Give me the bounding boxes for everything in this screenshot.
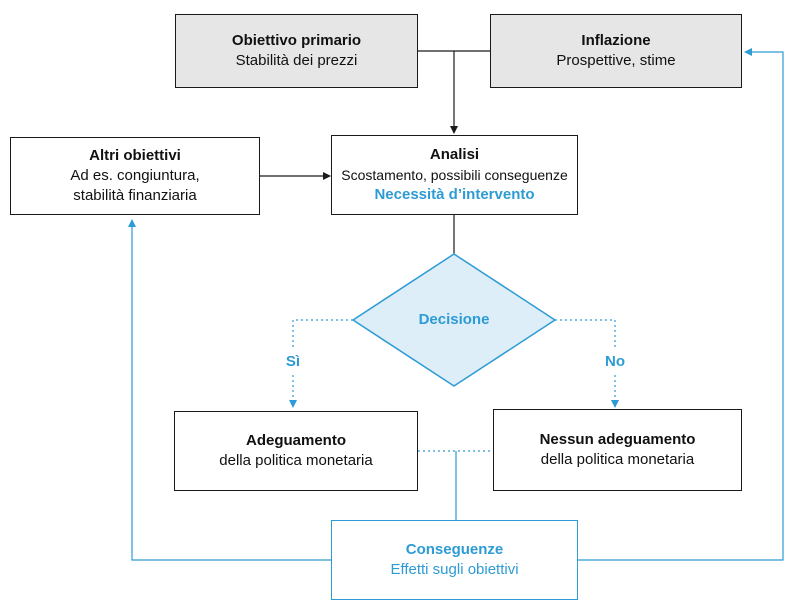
primary-objective-box: Obiettivo primario Stabilità dei prezzi (175, 14, 418, 88)
feedback-to-inflation (578, 48, 784, 561)
decision-label: Decisione (418, 311, 490, 328)
analysis-line1: Scostamento, possibili conseguenze (341, 167, 568, 183)
analysis-line2: Necessità d’intervento (374, 186, 535, 203)
decision-diamond (351, 253, 557, 387)
feedback-to-other-objectives (128, 219, 331, 561)
adjustment-subtitle: della politica monetaria (219, 452, 373, 469)
connector-no (555, 319, 615, 407)
inflation-box: Inflazione Prospettive, stime (490, 14, 742, 88)
adjustment-title: Adeguamento (245, 432, 346, 449)
no-label: No (605, 353, 625, 370)
other-objectives-box: Altri obiettivi Ad es. congiuntura, stab… (10, 137, 260, 215)
no-adjustment-title: Nessun adeguamento (539, 431, 696, 448)
inflation-title: Inflazione (581, 32, 651, 49)
inflation-subtitle: Prospettive, stime (556, 52, 676, 69)
other-objectives-line2: stabilità finanziaria (73, 187, 197, 204)
yes-label: Sì (285, 353, 301, 370)
consequences-title: Conseguenze (405, 541, 504, 558)
connector-yes (293, 319, 353, 407)
other-objectives-line1: Ad es. congiuntura, (70, 167, 200, 184)
primary-objective-subtitle: Stabilità dei prezzi (235, 52, 358, 69)
no-adjustment-subtitle: della politica monetaria (540, 451, 695, 468)
consequences-subtitle: Effetti sugli obiettivi (390, 561, 519, 578)
analysis-box: Analisi Scostamento, possibili conseguen… (331, 135, 578, 215)
primary-objective-title: Obiettivo primario (231, 32, 362, 49)
consequences-box: Conseguenze Effetti sugli obiettivi (331, 520, 578, 600)
adjustment-box: Adeguamento della politica monetaria (174, 411, 418, 491)
other-objectives-title: Altri obiettivi (89, 147, 181, 164)
analysis-title: Analisi (429, 146, 480, 163)
no-adjustment-box: Nessun adeguamento della politica moneta… (493, 409, 742, 491)
